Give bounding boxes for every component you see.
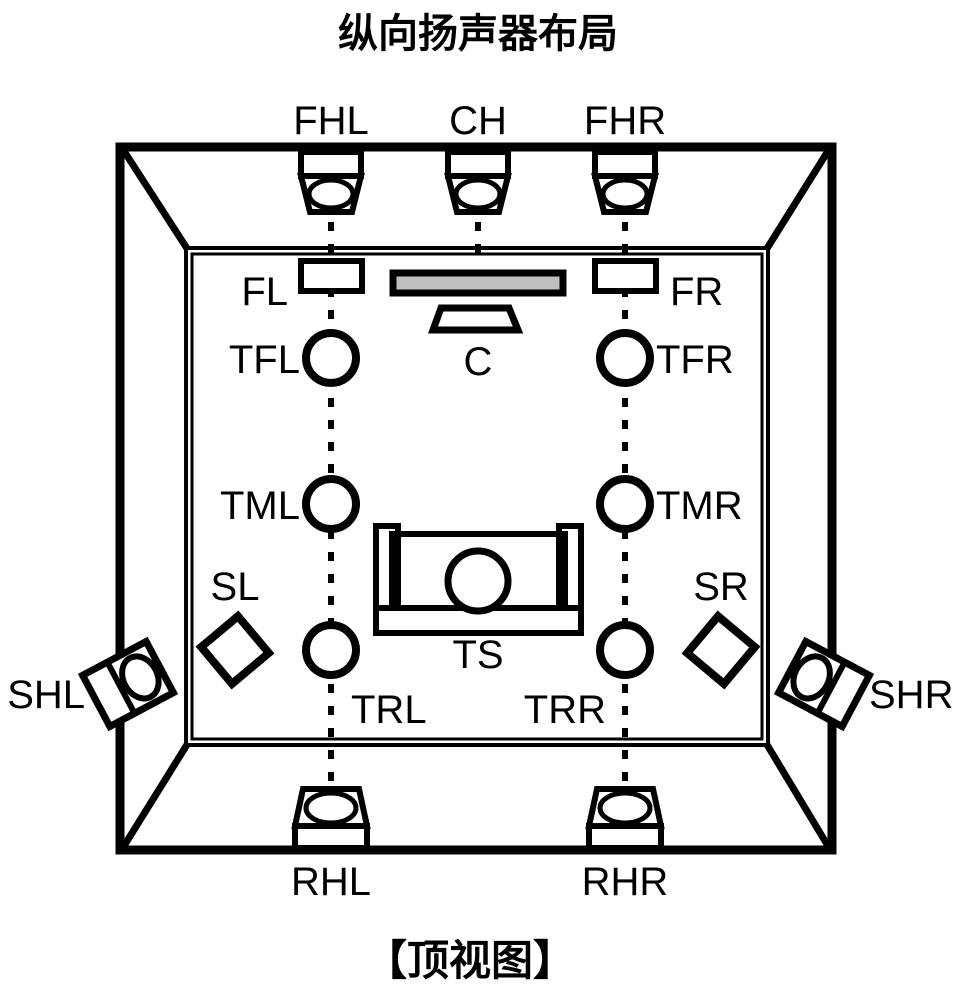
corner-line-bottom-left bbox=[121, 741, 191, 848]
speaker-FHL-mount bbox=[298, 149, 364, 179]
speaker-RHL[interactable] bbox=[291, 786, 371, 851]
speaker-SHR-divider bbox=[814, 660, 848, 715]
corner-line-top-left bbox=[121, 149, 191, 252]
speaker-label-C: C bbox=[464, 340, 493, 384]
speaker-FL[interactable] bbox=[298, 258, 365, 294]
speaker-TMR[interactable] bbox=[596, 475, 654, 533]
speaker-FHL[interactable] bbox=[297, 149, 365, 215]
speaker-FHR-driver bbox=[600, 177, 650, 211]
speaker-FHL-driver bbox=[306, 177, 356, 211]
speaker-SL[interactable] bbox=[195, 610, 275, 690]
speaker-FL-body bbox=[298, 258, 365, 294]
speaker-C[interactable] bbox=[428, 304, 524, 334]
speaker-label-FHR: FHR bbox=[584, 99, 666, 143]
speaker-FR[interactable] bbox=[592, 258, 659, 294]
speaker-RHR[interactable] bbox=[585, 786, 665, 851]
speaker-label-TML: TML bbox=[220, 484, 300, 528]
speaker-SL-body bbox=[195, 610, 275, 690]
speaker-label-SR: SR bbox=[693, 565, 749, 609]
speaker-SHR[interactable] bbox=[773, 636, 875, 732]
view-caption: 【顶视图】 bbox=[365, 936, 575, 985]
speaker-label-RHL: RHL bbox=[291, 860, 371, 904]
speaker-FHR-mount bbox=[592, 149, 658, 179]
speaker-FHR[interactable] bbox=[591, 149, 659, 215]
speaker-FR-body bbox=[592, 258, 659, 294]
speaker-label-TFR: TFR bbox=[656, 338, 734, 382]
speaker-label-TRL: TRL bbox=[351, 688, 427, 732]
speaker-label-SHR: SHR bbox=[869, 673, 953, 717]
speaker-SHL[interactable] bbox=[77, 636, 179, 732]
sofa-label-TS: TS bbox=[452, 633, 503, 677]
speaker-RHL-mount bbox=[292, 823, 370, 851]
projection-screen bbox=[389, 269, 567, 297]
speaker-CH-driver bbox=[453, 177, 503, 211]
speaker-TFL[interactable] bbox=[302, 329, 360, 387]
speaker-C-body bbox=[428, 304, 524, 334]
speaker-label-SL: SL bbox=[211, 565, 260, 609]
speaker-label-TRR: TRR bbox=[524, 688, 606, 732]
speaker-RHR-driver bbox=[597, 790, 653, 826]
speaker-TRR[interactable] bbox=[596, 621, 654, 679]
speaker-TML[interactable] bbox=[302, 475, 360, 533]
speaker-CH-mount bbox=[445, 149, 511, 179]
speaker-label-TMR: TMR bbox=[656, 484, 743, 528]
speaker-label-FL: FL bbox=[241, 270, 288, 314]
corner-line-bottom-right bbox=[763, 741, 831, 848]
speaker-TRL[interactable] bbox=[302, 621, 360, 679]
speaker-label-FHL: FHL bbox=[293, 99, 369, 143]
speaker-TFR[interactable] bbox=[596, 329, 654, 387]
speaker-RHL-driver bbox=[303, 790, 359, 826]
speaker-CH[interactable] bbox=[444, 149, 512, 215]
corner-line-top-right bbox=[763, 149, 831, 252]
speaker-label-TFL: TFL bbox=[229, 338, 300, 382]
speaker-SR[interactable] bbox=[681, 610, 761, 690]
room-outer-wall bbox=[115, 142, 837, 855]
speaker-SHL-driver bbox=[119, 653, 162, 702]
speaker-SR-body bbox=[681, 610, 761, 690]
page-title: 纵向扬声器布局 bbox=[338, 11, 618, 57]
speaker-SHR-driver bbox=[790, 653, 833, 702]
speaker-label-FR: FR bbox=[670, 270, 723, 314]
speaker-SHL-divider bbox=[104, 660, 138, 715]
listener-head bbox=[444, 547, 512, 615]
listening-sofa bbox=[373, 523, 584, 636]
speaker-label-RHR: RHR bbox=[582, 860, 669, 904]
room-inner-wall-secondary bbox=[190, 252, 764, 741]
speaker-RHR-mount bbox=[586, 823, 664, 851]
speaker-label-CH: CH bbox=[449, 99, 507, 143]
speaker-label-SHL: SHL bbox=[7, 673, 85, 717]
